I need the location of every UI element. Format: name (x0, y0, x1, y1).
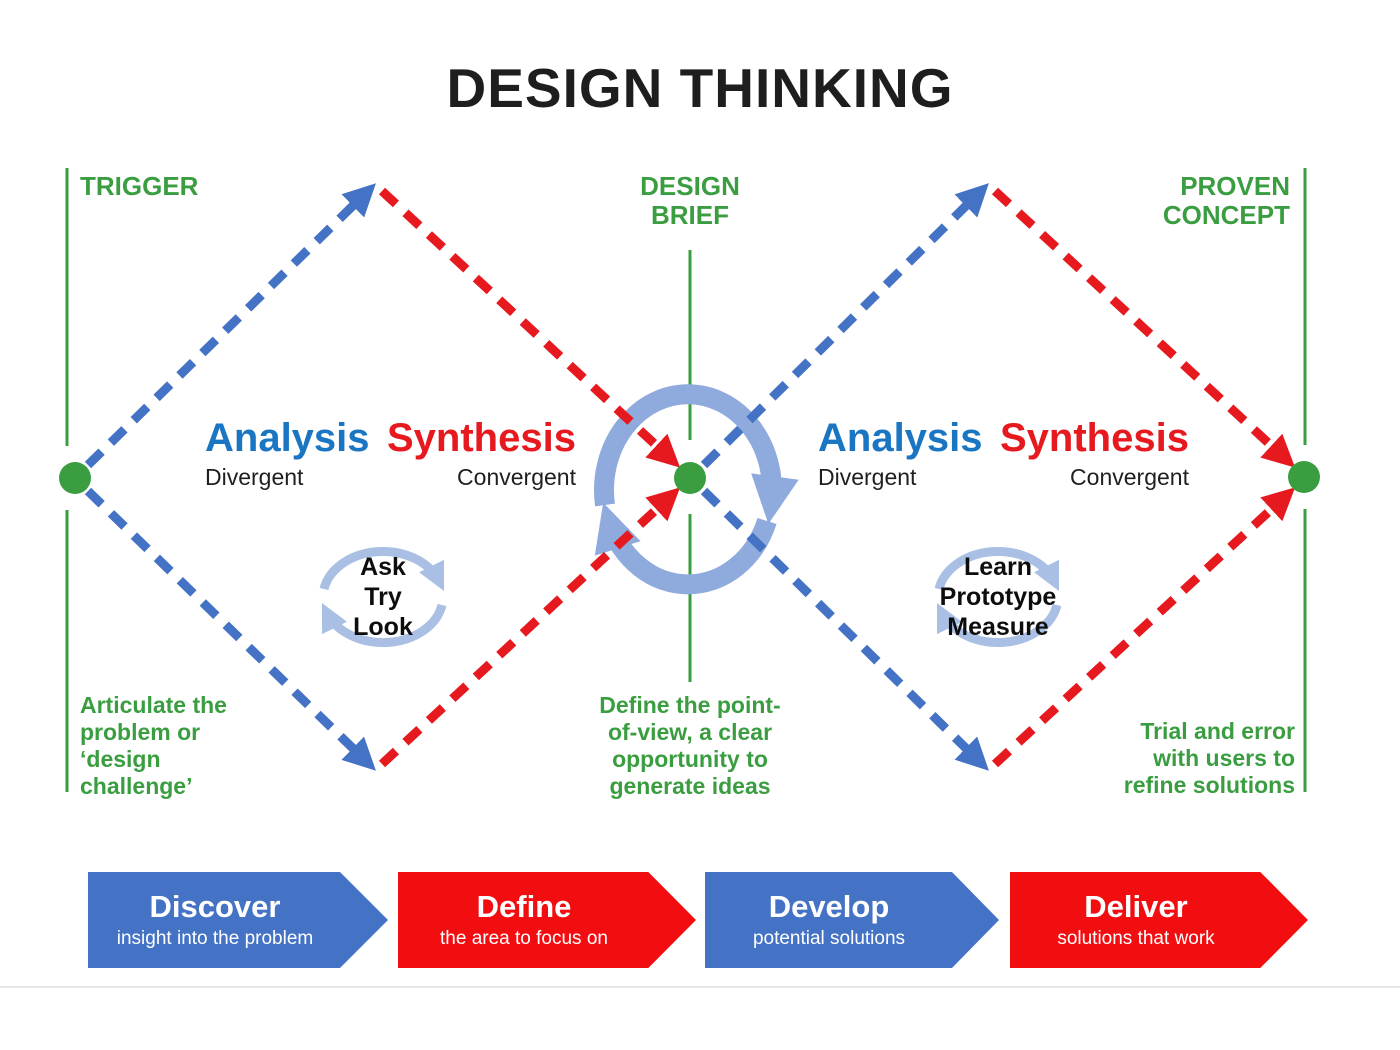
phase-label: Deliver (1084, 889, 1188, 925)
divergent-label: Divergent (205, 464, 304, 490)
diamond2-convergent-arrows (991, 187, 1296, 768)
phase-label: Define (476, 889, 572, 925)
page-title: DESIGN THINKING (446, 57, 954, 119)
diamond2-divergent-arrows (700, 183, 989, 771)
phase-label: Discover (149, 889, 281, 925)
diamond1-divergent-arrows (84, 183, 376, 771)
footer-divider (0, 986, 1400, 988)
trigger-note: Articulate the problem or ‘design challe… (80, 692, 227, 800)
trigger-label: TRIGGER (80, 171, 199, 201)
analysis-label: Analysis (818, 416, 983, 460)
phase-deliver: Deliver solutions that work (1010, 872, 1308, 968)
phase-label: Develop (768, 889, 890, 925)
phase-sublabel: the area to focus on (440, 927, 608, 949)
learn-prototype-measure-cycle-icon (934, 546, 1062, 648)
diamond1-synthesis-block: Synthesis Convergent (387, 418, 576, 491)
ask-try-look-cycle-icon (319, 546, 447, 648)
learn-prototype-measure-text: Learn Prototype Measure (888, 552, 1108, 642)
cycle-word: Look (353, 613, 413, 641)
diamond2-synthesis-block: Synthesis Convergent (1000, 418, 1189, 491)
phase-sublabel: insight into the problem (116, 927, 314, 949)
design-brief-label: DESIGN BRIEF (640, 171, 740, 230)
synthesis-label: Synthesis (1000, 416, 1189, 460)
design-brief-note: Define the point-of-view, a clear opport… (599, 692, 781, 800)
cycle-word: Learn (963, 553, 1033, 581)
proven-concept-label: PROVEN CONCEPT (1162, 171, 1290, 230)
proven-concept-note: Trial and error with users to refine sol… (1123, 718, 1295, 799)
phase-sublabel: solutions that work (1057, 927, 1215, 949)
cycle-word: Measure (947, 613, 1049, 641)
convergent-label: Convergent (457, 464, 576, 490)
cycle-word: Prototype (939, 583, 1057, 611)
proven-concept-dot (1288, 461, 1320, 493)
phase-develop: Develop potential solutions (705, 872, 999, 968)
iterate-cycle-icon (594, 384, 799, 595)
ask-try-look-text: Ask Try Look (273, 552, 493, 642)
design-brief-dot (674, 462, 706, 494)
diamond1-convergent-arrows (378, 187, 681, 768)
divergent-label: Divergent (818, 464, 917, 490)
diamond2-analysis-block: Analysis Divergent (818, 418, 983, 491)
convergent-label: Convergent (1070, 464, 1189, 490)
phase-discover: Discover insight into the problem (88, 872, 388, 968)
phase-define: Define the area to focus on (398, 872, 696, 968)
cycle-word: Ask (360, 553, 406, 581)
trigger-dot (59, 462, 91, 494)
phase-sublabel: potential solutions (752, 927, 906, 949)
cycle-word: Try (364, 583, 402, 611)
analysis-label: Analysis (205, 416, 370, 460)
synthesis-label: Synthesis (387, 416, 576, 460)
diamond1-analysis-block: Analysis Divergent (205, 418, 370, 491)
